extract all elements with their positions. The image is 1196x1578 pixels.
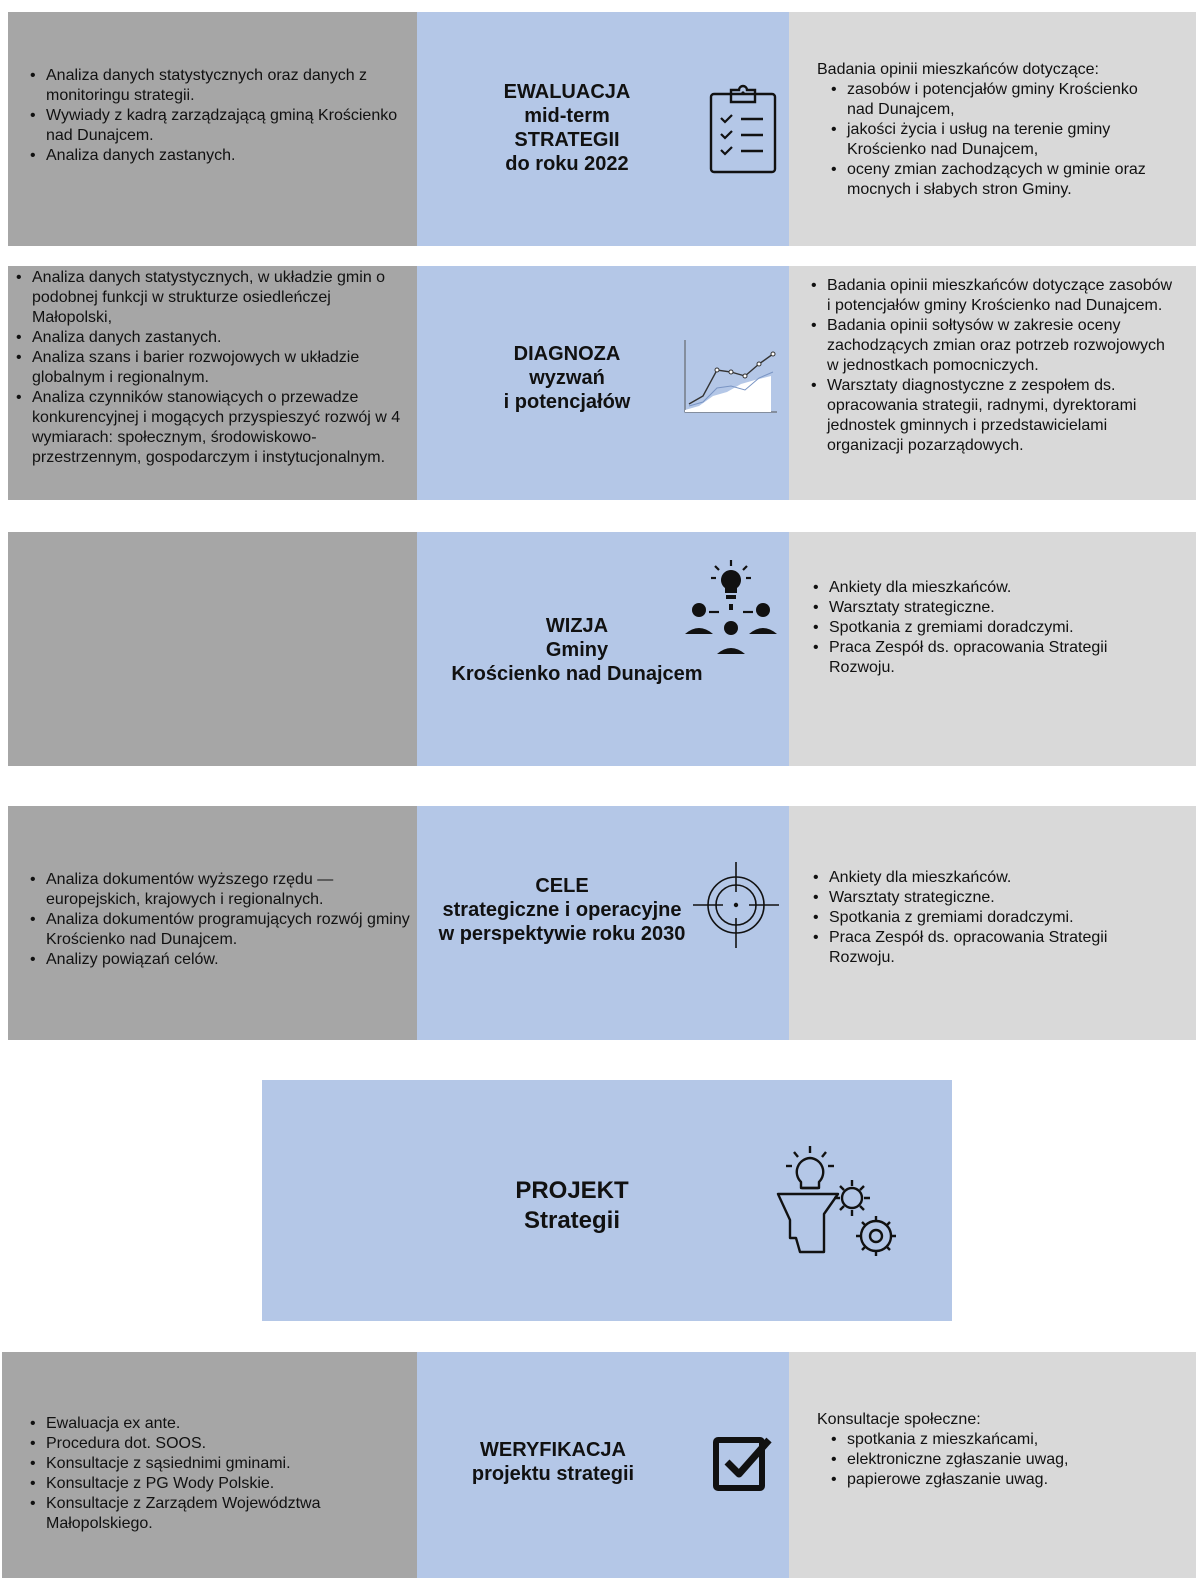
goals-methods-panel: Analiza dokumentów wyższego rzędu — euro… xyxy=(8,806,417,1040)
list-item: Analiza czynników stanowiących o przewad… xyxy=(16,388,404,468)
goals-participation-panel: Ankiety dla mieszkańców. Warsztaty strat… xyxy=(789,806,1196,1040)
diagnosis-band: Analiza danych statystycznych, w układzi… xyxy=(8,266,1196,500)
title-line: Strategii xyxy=(523,1207,621,1234)
vision-title: WIZJA Gminy Krościenko nad Dunajcem xyxy=(427,614,727,686)
title-line: w perspektywie roku 2030 xyxy=(438,923,686,945)
list-item: Konsultacje z Zarządem Województwa Małop… xyxy=(30,1494,417,1534)
clipboard-checklist-icon xyxy=(709,84,777,174)
idea-people-icon xyxy=(685,560,777,654)
target-crosshair-icon xyxy=(693,862,779,948)
goals-title: CELE strategiczne i operacyjne w perspek… xyxy=(419,874,705,946)
list-item: Badania opinii mieszkańców dotyczące zas… xyxy=(811,276,1177,316)
verification-consultation-list: spotkania z mieszkańcami, elektroniczne … xyxy=(817,1430,1147,1490)
title-line: CELE xyxy=(535,875,589,897)
verification-title: WERYFIKACJA projektu strategii xyxy=(437,1438,669,1486)
evaluation-research-list: zasobów i potencjałów gminy Krościenko n… xyxy=(817,80,1147,200)
list-item: Analiza danych statystycznych oraz danyc… xyxy=(30,66,417,106)
evaluation-methods-panel: Analiza danych statystycznych oraz danyc… xyxy=(8,12,417,246)
list-item: Procedura dot. SOOS. xyxy=(30,1434,417,1454)
evaluation-title-panel: EWALUACJA mid-term STRATEGII do roku 202… xyxy=(417,12,789,246)
list-item: Ewaluacja ex ante. xyxy=(30,1414,417,1434)
vision-title-panel: WIZJA Gminy Krościenko nad Dunajcem xyxy=(417,532,789,766)
list-item: Analiza dokumentów programujących rozwój… xyxy=(30,910,416,950)
title-line: STRATEGII xyxy=(514,129,620,151)
lightbulb-gears-icon xyxy=(776,1146,896,1256)
evaluation-title: EWALUACJA mid-term STRATEGII do roku 202… xyxy=(477,80,657,176)
list-item: Warsztaty strategiczne. xyxy=(813,888,1169,908)
diagnosis-title: DIAGNOZA wyzwań i potencjałów xyxy=(477,342,657,414)
title-line: PROJEKT xyxy=(515,1177,629,1204)
list-item: Badania opinii sołtysów w zakresie oceny… xyxy=(811,316,1177,376)
list-item: Warsztaty strategiczne. xyxy=(813,598,1169,618)
list-item: Praca Zespół ds. opracowania Strategii R… xyxy=(813,638,1169,678)
list-item: oceny zmian zachodzących w gminie oraz m… xyxy=(831,160,1147,200)
evaluation-band: Analiza danych statystycznych oraz danyc… xyxy=(8,12,1196,246)
goals-participation-list: Ankiety dla mieszkańców. Warsztaty strat… xyxy=(803,868,1169,968)
list-item: jakości życia i usług na terenie gminy K… xyxy=(831,120,1147,160)
diagnosis-research-panel: Badania opinii mieszkańców dotyczące zas… xyxy=(789,266,1196,500)
title-line: Krościenko nad Dunajcem xyxy=(451,663,703,685)
list-item: Analiza danych statystycznych, w układzi… xyxy=(16,268,404,328)
verification-consultation-panel: Konsultacje społeczne: spotkania z miesz… xyxy=(789,1352,1196,1578)
list-item: Spotkania z gremiami doradczymi. xyxy=(813,618,1169,638)
title-line: WERYFIKACJA xyxy=(480,1439,626,1461)
diagnosis-methods-panel: Analiza danych statystycznych, w układzi… xyxy=(8,266,417,500)
list-item: papierowe zgłaszanie uwag. xyxy=(831,1470,1147,1490)
list-item: Ankiety dla mieszkańców. xyxy=(813,868,1169,888)
verification-consultation-text: Konsultacje społeczne: spotkania z miesz… xyxy=(817,1410,1147,1490)
list-item: zasobów i potencjałów gminy Krościenko n… xyxy=(831,80,1147,120)
verification-title-panel: WERYFIKACJA projektu strategii xyxy=(417,1352,789,1578)
vision-methods-panel xyxy=(8,532,417,766)
title-line: Gminy xyxy=(545,639,609,661)
list-item: Konsultacje z PG Wody Polskie. xyxy=(30,1474,417,1494)
diagnosis-methods-list: Analiza danych statystycznych, w układzi… xyxy=(8,268,404,468)
vision-participation-panel: Ankiety dla mieszkańców. Warsztaty strat… xyxy=(789,532,1196,766)
list-item: Wywiady z kadrą zarządzającą gminą Krośc… xyxy=(30,106,417,146)
list-item: Analiza danych zastanych. xyxy=(30,146,417,166)
title-line: DIAGNOZA xyxy=(513,343,621,365)
list-item: Analiza dokumentów wyższego rzędu — euro… xyxy=(30,870,416,910)
line-chart-icon xyxy=(684,340,777,413)
list-item: Praca Zespół ds. opracowania Strategii R… xyxy=(813,928,1169,968)
evaluation-research-text: Badania opinii mieszkańców dotyczące: za… xyxy=(817,60,1147,200)
list-item: Analiza danych zastanych. xyxy=(16,328,404,348)
evaluation-methods-list: Analiza danych statystycznych oraz danyc… xyxy=(8,66,417,166)
title-line: strategiczne i operacyjne xyxy=(442,899,682,921)
title-line: do roku 2022 xyxy=(505,153,629,175)
diagnosis-research-list: Badania opinii mieszkańców dotyczące zas… xyxy=(803,276,1177,456)
list-item: Spotkania z gremiami doradczymi. xyxy=(813,908,1169,928)
list-item: Ankiety dla mieszkańców. xyxy=(813,578,1169,598)
vision-participation-list: Ankiety dla mieszkańców. Warsztaty strat… xyxy=(803,578,1169,678)
list-item: spotkania z mieszkańcami, xyxy=(831,1430,1147,1450)
title-line: projektu strategii xyxy=(471,1463,635,1485)
list-item: elektroniczne zgłaszanie uwag, xyxy=(831,1450,1147,1470)
verification-band: Ewaluacja ex ante. Procedura dot. SOOS. … xyxy=(2,1352,1196,1578)
goals-band: Analiza dokumentów wyższego rzędu — euro… xyxy=(8,806,1196,1040)
list-item: Analizy powiązań celów. xyxy=(30,950,416,970)
vision-band: WIZJA Gminy Krościenko nad Dunajcem xyxy=(8,532,1196,766)
title-line: i potencjałów xyxy=(503,391,631,413)
title-line: mid-term xyxy=(524,105,610,127)
title-line: WIZJA xyxy=(545,615,609,637)
title-line: wyzwań xyxy=(529,367,605,389)
verification-methods-panel: Ewaluacja ex ante. Procedura dot. SOOS. … xyxy=(2,1352,417,1578)
title-line: EWALUACJA xyxy=(503,81,631,103)
project-title: PROJEKT Strategii xyxy=(472,1176,672,1236)
diagnosis-title-panel: DIAGNOZA wyzwań i potencjałów xyxy=(417,266,789,500)
verification-methods-list: Ewaluacja ex ante. Procedura dot. SOOS. … xyxy=(2,1414,417,1534)
list-item: Warsztaty diagnostyczne z zespołem ds. o… xyxy=(811,376,1177,456)
research-intro: Badania opinii mieszkańców dotyczące: xyxy=(817,61,1099,78)
list-item: Analiza szans i barier rozwojowych w ukł… xyxy=(16,348,404,388)
goals-methods-list: Analiza dokumentów wyższego rzędu — euro… xyxy=(8,870,416,970)
project-box: PROJEKT Strategii xyxy=(262,1080,952,1321)
consultation-intro: Konsultacje społeczne: xyxy=(817,1411,981,1428)
list-item: Konsultacje z sąsiednimi gminami. xyxy=(30,1454,417,1474)
goals-title-panel: CELE strategiczne i operacyjne w perspek… xyxy=(417,806,789,1040)
evaluation-research-panel: Badania opinii mieszkańców dotyczące: za… xyxy=(789,12,1196,246)
checkbox-checked-icon xyxy=(713,1437,772,1491)
